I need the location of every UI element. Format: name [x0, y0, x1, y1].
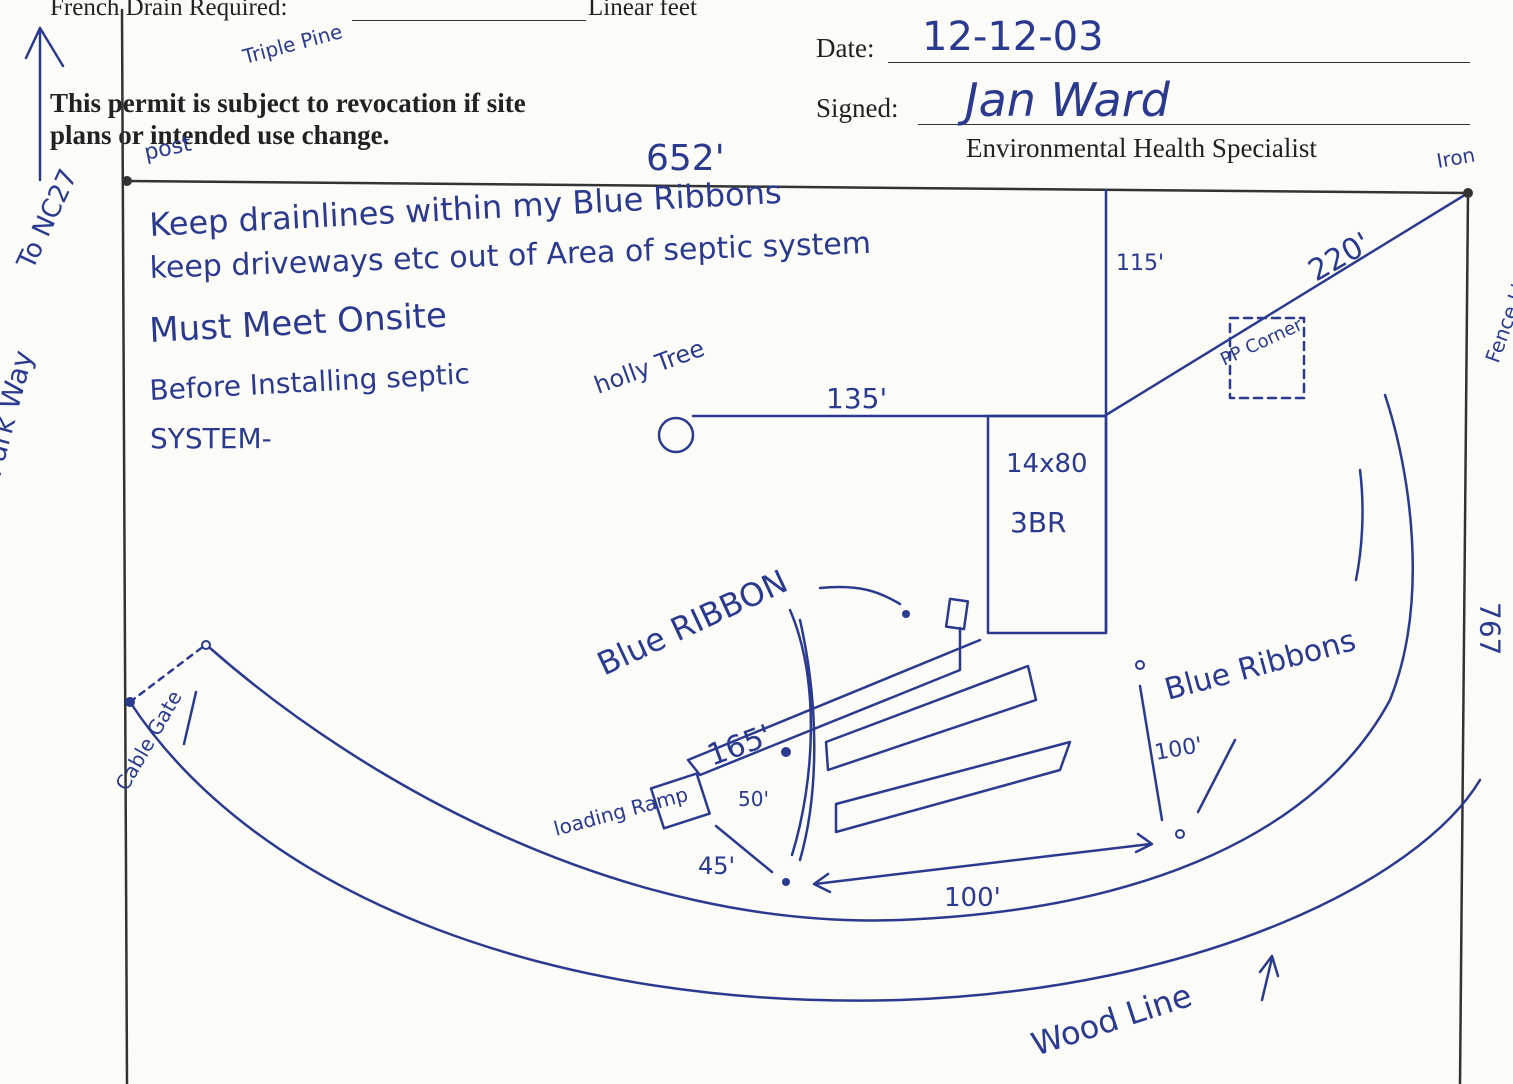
note-line-4: Before Installing septic: [149, 357, 471, 407]
signer-title: Environmental Health Specialist: [966, 133, 1317, 163]
house-outline: [986, 414, 1108, 635]
distance-50: 50': [738, 787, 769, 811]
date-line: [888, 62, 1470, 63]
property-top-line: [125, 179, 1470, 195]
arrow-100-right: [1138, 684, 1164, 822]
road-name-label: Assist Park Way: [0, 347, 40, 568]
wood-line-label: Wood Line: [1027, 976, 1197, 1063]
french-drain-blank: [352, 20, 586, 21]
revocation-notice-line2: plans or intended use change.: [50, 120, 390, 150]
distance-115: 115': [1116, 251, 1164, 276]
property-left-line: [120, 8, 129, 1084]
house-size-label: 14x80: [1006, 449, 1088, 479]
post-note: post: [142, 131, 194, 165]
ribbon-marker-1: [902, 610, 910, 618]
ribbon-marker-6: [201, 640, 211, 650]
cable-gate-dashed: [128, 644, 206, 704]
arrow-100-bottom: [813, 842, 1152, 886]
corner-pin-ne: [1463, 188, 1473, 198]
signature: Jan Ward: [957, 73, 1171, 127]
pp-corner-box: [1228, 316, 1306, 400]
revocation-notice-line1: This permit is subject to revocation if …: [50, 88, 526, 118]
date-label: Date:: [816, 33, 875, 63]
iron-note: Iron: [1435, 143, 1477, 173]
drain-line-2: [824, 664, 1038, 772]
fence-line-label: Fence Line: [1480, 257, 1513, 366]
arrow-45: [714, 824, 774, 874]
blue-ribbon-curve-2: [798, 618, 816, 862]
holly-tree-marker: [657, 416, 695, 454]
cable-gate-arrow: [182, 690, 198, 746]
signature-line: [918, 124, 1470, 125]
arrow-blue-ribbons: [1196, 738, 1237, 814]
ribbon-marker-2: [781, 747, 791, 757]
date-value: 12-12-03: [922, 14, 1104, 60]
drain-line-1: [686, 626, 982, 777]
distance-100-bottom: 100': [944, 883, 1001, 913]
ribbon-marker-4: [1135, 660, 1145, 670]
gate-pin: [125, 697, 135, 707]
loading-ramp-box: [649, 772, 711, 830]
ribbon-marker-5: [1175, 829, 1185, 839]
arrow-100-bottom-tail: [812, 872, 832, 894]
blue-ribbon-arrow: [818, 585, 902, 606]
distance-100-right: 100': [1153, 733, 1205, 766]
tank-box: [944, 597, 970, 631]
arrow-100-bottom-head: [1134, 832, 1154, 854]
cable-gate-label: Cable Gate: [110, 686, 186, 794]
distance-165: 165': [703, 718, 777, 773]
note-line-3: Must Meet Onsite: [148, 295, 447, 351]
loading-ramp-label: loading Ramp: [551, 782, 690, 841]
top-width: 652': [646, 138, 725, 179]
road-curve-outer: [128, 700, 1482, 1002]
signed-label: Signed:: [816, 93, 899, 123]
house-bedroom-label: 3BR: [1010, 506, 1066, 539]
wood-line-arrow: [1260, 956, 1274, 1002]
road-curve-inner: [208, 393, 1414, 922]
margin-digits: 767: [1474, 602, 1507, 655]
inner-curve-mark: [1354, 468, 1364, 582]
french-drain-label: French Drain Required:: [50, 0, 288, 21]
distance-45: 45': [698, 852, 735, 880]
french-drain-unit: Linear feet: [588, 0, 697, 21]
diagonal-line: [1104, 191, 1470, 417]
ribbon-marker-3: [782, 878, 790, 886]
to-road-note: To NC27: [11, 165, 84, 275]
blue-ribbons-right-label: Blue Ribbons: [1161, 623, 1360, 708]
corner-pin-nw: [122, 176, 132, 186]
distance-135: 135': [826, 382, 887, 415]
wood-line-arrow-head: [1258, 954, 1280, 978]
property-right-line: [1458, 191, 1470, 1084]
blue-ribbon-curve: [788, 608, 813, 857]
drain-line-3: [834, 740, 1072, 834]
note-line-5: SYSTEM-: [150, 422, 272, 455]
blue-ribbon-label: Blue RIBBON: [591, 562, 793, 683]
distance-220: 220': [1303, 226, 1377, 289]
north-arrowhead: [24, 26, 65, 68]
triple-pine-note: Triple Pine: [239, 19, 345, 69]
holly-tree-label: holly Tree: [590, 334, 708, 400]
